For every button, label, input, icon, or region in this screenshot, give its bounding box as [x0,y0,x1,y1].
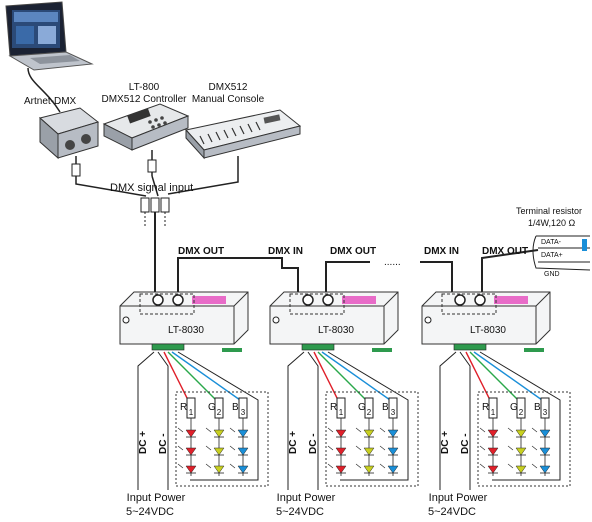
input-voltage-label: 5~24VDC [276,506,324,518]
xlr-plug-icon [71,159,157,177]
channel-letter-label: R [482,402,489,413]
dc-plus-label: DC + [440,431,451,454]
led-diode-icon [515,429,527,438]
dc-minus-label: DC - [308,433,319,454]
lt800-model-label: LT-800 [129,82,160,93]
led-diode-icon [487,429,499,438]
channel-letter-label: R [330,402,337,413]
dmx-signal-input-label: DMX signal input [110,182,193,194]
led-diode-icon [363,447,375,456]
dc-minus-label: DC - [158,433,169,454]
led-diode-icon [539,465,551,474]
channel-number-label: 2 [367,408,372,417]
led-diode-icon [335,429,347,438]
dmx-out-label: DMX OUT [178,246,224,257]
channel-letter-label: G [510,402,518,413]
lt8030-decoder-unit [269,291,419,490]
laptop-icon [5,1,94,71]
dmx-out-label: DMX OUT [482,246,528,257]
dc-plus-label: DC + [288,431,299,454]
led-diode-icon [185,465,197,474]
input-voltage-label: 5~24VDC [428,506,476,518]
input-power-label: Input Power [277,492,336,504]
channel-letter-label: R [180,402,187,413]
lt800-name-label: DMX512 Controller [101,94,187,105]
led-diode-icon [363,429,375,438]
dmx-in-label: DMX IN [424,246,459,257]
artnet-dmx-device [38,107,100,160]
channel-number-label: 1 [339,408,344,417]
led-diode-icon [185,447,197,456]
channel-letter-label: G [208,402,216,413]
channel-letter-label: B [232,402,239,413]
console-name-label: Manual Console [192,94,265,105]
decoder-model-label: LT-8030 [470,325,506,336]
led-diode-icon [387,429,399,438]
decoder-model-label: LT-8030 [318,325,354,336]
terminal-resistor-spec: 1/4W,120 Ω [528,218,576,228]
led-diode-icon [213,447,225,456]
channel-letter-label: G [358,402,366,413]
channel-number-label: 1 [491,408,496,417]
artnet-dmx-label: Artnet-DMX [24,96,77,107]
lt800-controller [102,103,190,151]
terminal-resistor-label: Terminal resistor [516,206,582,216]
channel-number-label: 2 [217,408,222,417]
data-plus-label: DATA+ [541,252,563,259]
lt8030-decoder-unit [119,291,269,490]
console-model-label: DMX512 [209,82,248,93]
dc-plus-label: DC + [138,431,149,454]
chain-continues-ellipsis: ...... [384,257,401,268]
led-diode-icon [515,465,527,474]
channel-number-label: 3 [391,408,396,417]
decoder-model-label: LT-8030 [168,325,204,336]
terminal-resistor [532,235,591,271]
led-diode-icon [487,465,499,474]
led-diode-icon [237,465,249,474]
led-diode-icon [363,465,375,474]
dmx-out-label: DMX OUT [330,246,376,257]
channel-letter-label: B [382,402,389,413]
lt8030-decoder-unit [421,291,571,490]
led-diode-icon [387,465,399,474]
channel-number-label: 3 [241,408,246,417]
led-diode-icon [213,429,225,438]
input-voltage-label: 5~24VDC [126,506,174,518]
led-diode-icon [213,465,225,474]
led-diode-icon [515,447,527,456]
channel-letter-label: B [534,402,541,413]
channel-number-label: 1 [189,408,194,417]
led-diode-icon [237,447,249,456]
led-diode-icon [539,429,551,438]
led-diode-icon [387,447,399,456]
input-power-label: Input Power [429,492,488,504]
dmx512-manual-console [185,109,302,160]
channel-number-label: 3 [543,408,548,417]
led-diode-icon [335,447,347,456]
led-diode-icon [539,447,551,456]
dc-minus-label: DC - [460,433,471,454]
led-diode-icon [335,465,347,474]
data-minus-label: DATA- [541,239,562,246]
channel-number-label: 2 [519,408,524,417]
input-power-label: Input Power [127,492,186,504]
led-diode-icon [237,429,249,438]
led-diode-icon [185,429,197,438]
gnd-label: GND [544,271,560,278]
led-diode-icon [487,447,499,456]
dmx-in-label: DMX IN [268,246,303,257]
